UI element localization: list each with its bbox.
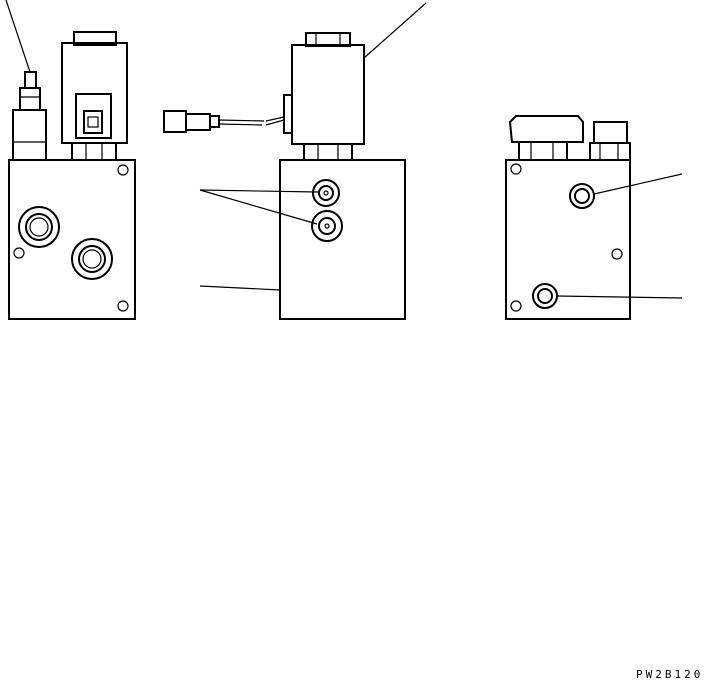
solenoid xyxy=(283,32,365,161)
leader-line xyxy=(199,189,318,225)
port xyxy=(311,210,343,242)
drawing-code: PW2B120 xyxy=(636,668,704,681)
port xyxy=(312,179,340,207)
port xyxy=(71,238,113,280)
port xyxy=(532,283,558,309)
valve-block xyxy=(505,159,631,320)
leader-line xyxy=(556,295,683,299)
mounting-hole xyxy=(13,247,25,259)
solenoid-cap xyxy=(508,115,584,161)
leader-line xyxy=(199,285,281,291)
mounting-hole xyxy=(117,300,129,312)
side-view xyxy=(163,2,427,320)
port xyxy=(18,206,60,248)
port xyxy=(569,183,595,209)
rear-view xyxy=(505,115,683,320)
solenoid xyxy=(61,31,128,161)
connector xyxy=(163,110,285,133)
mounting-hole xyxy=(510,163,522,175)
valve-block xyxy=(279,159,406,320)
leader-line xyxy=(593,173,683,195)
valve-block xyxy=(8,159,136,320)
leader-line xyxy=(363,2,427,59)
leader-line xyxy=(5,0,31,73)
mounting-hole xyxy=(117,164,129,176)
leader-line xyxy=(199,189,319,193)
switch-cap xyxy=(589,121,631,161)
mounting-hole xyxy=(611,248,623,260)
mounting-hole xyxy=(510,300,522,312)
front-view xyxy=(5,0,136,320)
pressure-switch xyxy=(12,71,47,161)
